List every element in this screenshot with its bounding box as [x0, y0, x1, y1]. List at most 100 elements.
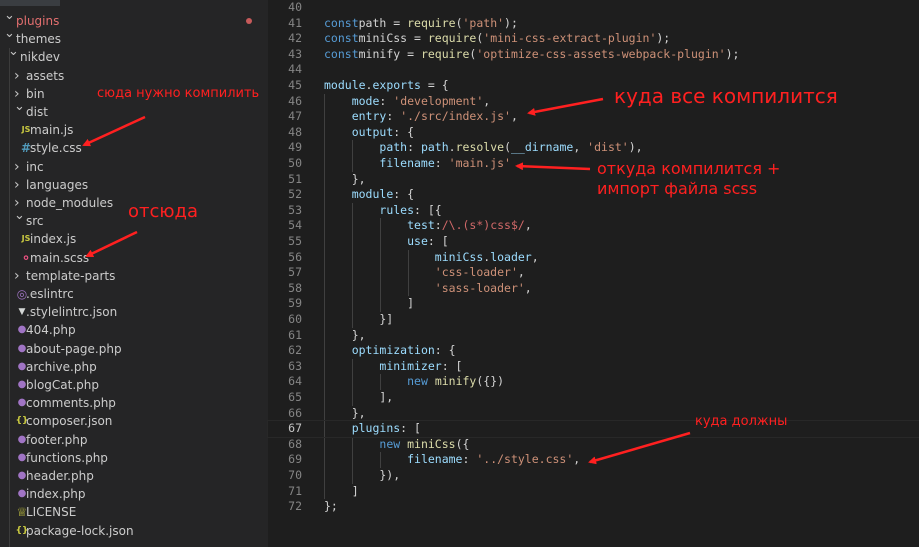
line-number: 61 — [288, 327, 302, 342]
line-number: 51 — [288, 171, 302, 186]
code-text: module.exports = { — [324, 78, 449, 94]
code-line[interactable]: 63 minimizer: [ — [268, 359, 919, 375]
code-token: : — [407, 140, 421, 155]
code-text: new miniCss({ — [324, 437, 469, 453]
code-line[interactable]: 60 }] — [268, 312, 919, 328]
tree-item[interactable]: ⌄plugins — [0, 8, 268, 30]
tree-item[interactable]: ›bin — [0, 85, 268, 103]
tree-item[interactable]: ●archive.php — [0, 358, 268, 376]
code-line[interactable]: 68 new miniCss({ — [268, 437, 919, 453]
tree-item[interactable]: ◎.eslintrc — [0, 285, 268, 303]
code-line[interactable]: 54 test:/\.(s*)css$/, — [268, 218, 919, 234]
code-token: = { — [420, 78, 449, 92]
chevron-right-icon: › — [14, 67, 20, 84]
tree-item[interactable]: ▼.stylelintrc.json — [0, 303, 268, 321]
code-token: '../style.css' — [476, 452, 574, 467]
tree-item[interactable]: ●404.php — [0, 321, 268, 339]
code-line[interactable]: 67 plugins: [ — [267, 420, 919, 438]
code-line[interactable]: 56 miniCss.loader, — [268, 250, 919, 266]
code-line[interactable]: 49 path: path.resolve(__dirname, 'dist')… — [268, 140, 919, 156]
php-file-icon: ● — [17, 488, 27, 500]
php-file-icon: ● — [17, 379, 27, 390]
tree-item[interactable]: ●about-page.php — [0, 340, 268, 358]
line-number: 55 — [288, 234, 302, 248]
code-line[interactable]: 61 }, — [268, 328, 919, 344]
code-line[interactable]: 71 ] — [268, 484, 919, 500]
line-number: 43 — [288, 46, 302, 61]
code-token: './src/index.js' — [400, 109, 511, 124]
code-line[interactable]: 62 optimization: { — [268, 343, 919, 359]
line-number: 58 — [288, 280, 302, 295]
line-number: 44 — [288, 62, 302, 77]
tree-item[interactable]: ⌄src — [0, 208, 268, 230]
code-line[interactable]: 58 'sass-loader', — [268, 281, 919, 297]
line-number: 48 — [288, 124, 302, 139]
tree-item[interactable]: ›inc — [0, 158, 268, 176]
tree-item[interactable]: ●index.php — [0, 485, 268, 503]
code-line[interactable]: 46 mode: 'development', — [268, 94, 919, 110]
tree-item[interactable]: ⌄dist — [0, 99, 268, 121]
code-line[interactable]: 50 filename: 'main.js' — [268, 156, 919, 172]
line-number: 50 — [288, 156, 302, 170]
code-line[interactable]: 40 — [268, 0, 919, 16]
tree-item[interactable]: #style.css — [0, 139, 268, 157]
tree-item[interactable]: ●footer.php — [0, 431, 268, 449]
code-line[interactable]: 57 'css-loader', — [268, 265, 919, 281]
code-line[interactable]: 70 }), — [268, 468, 919, 484]
code-line[interactable]: 66 }, — [268, 406, 919, 422]
tree-item[interactable]: ⌄themes — [0, 26, 268, 48]
code-line[interactable]: 51 }, — [268, 172, 919, 188]
code-token: mode — [351, 93, 380, 108]
code-token: /\.(s*)css$/ — [441, 218, 525, 233]
code-token — [324, 140, 379, 154]
tree-item[interactable]: ●functions.php — [0, 449, 268, 467]
tree-item[interactable]: {}package-lock.json — [0, 522, 268, 540]
code-line[interactable]: 53 rules: [{ — [268, 203, 919, 219]
code-line[interactable]: 52 module: { — [268, 187, 919, 203]
code-token: new — [379, 436, 401, 451]
tree-item[interactable]: {}composer.json — [0, 412, 268, 430]
code-token: , — [524, 280, 532, 295]
tree-item[interactable]: ›assets — [0, 67, 268, 85]
code-token: , — [524, 218, 532, 233]
code-token: test — [407, 218, 435, 233]
code-token: , — [531, 249, 539, 264]
tree-item[interactable]: ›node_modules — [0, 194, 268, 212]
code-token: }; — [324, 499, 338, 514]
tree-item-label: header.php — [26, 469, 94, 483]
code-line[interactable]: 59 ] — [268, 296, 919, 312]
tree-item[interactable]: ●comments.php — [0, 394, 268, 412]
code-token — [324, 421, 352, 435]
code-line[interactable]: 72}; — [268, 499, 919, 515]
tree-item[interactable]: ›template-parts — [0, 267, 268, 285]
tree-item[interactable]: ●header.php — [0, 467, 268, 485]
tree-item[interactable]: ♕LICENSE — [0, 503, 268, 521]
line-number: 46 — [288, 93, 302, 108]
code-line[interactable]: 44 — [268, 62, 919, 78]
code-line[interactable]: 55 use: [ — [268, 234, 919, 250]
tree-item-label: .eslintrc — [26, 287, 74, 301]
code-token: use — [407, 234, 428, 248]
line-number: 72 — [288, 499, 302, 514]
code-line[interactable]: 69 filename: '../style.css', — [268, 452, 919, 468]
code-token: , — [573, 452, 581, 467]
code-text: rules: [{ — [324, 203, 441, 219]
tree-item[interactable]: ●blogCat.php — [0, 376, 268, 394]
tree-item[interactable]: ⌄nikdev — [0, 44, 268, 66]
tree-item[interactable]: ›languages — [0, 176, 268, 194]
code-line[interactable]: 64 new minify({}) — [268, 374, 919, 390]
tree-item[interactable]: ∘main.scss — [0, 249, 268, 267]
code-token: output — [351, 124, 394, 139]
code-line[interactable]: 47 entry: './src/index.js', — [268, 109, 919, 125]
code-line[interactable]: 65 ], — [268, 390, 919, 406]
code-token — [324, 203, 379, 217]
code-line[interactable]: 48 output: { — [268, 125, 919, 141]
php-file-icon: ● — [17, 451, 27, 463]
